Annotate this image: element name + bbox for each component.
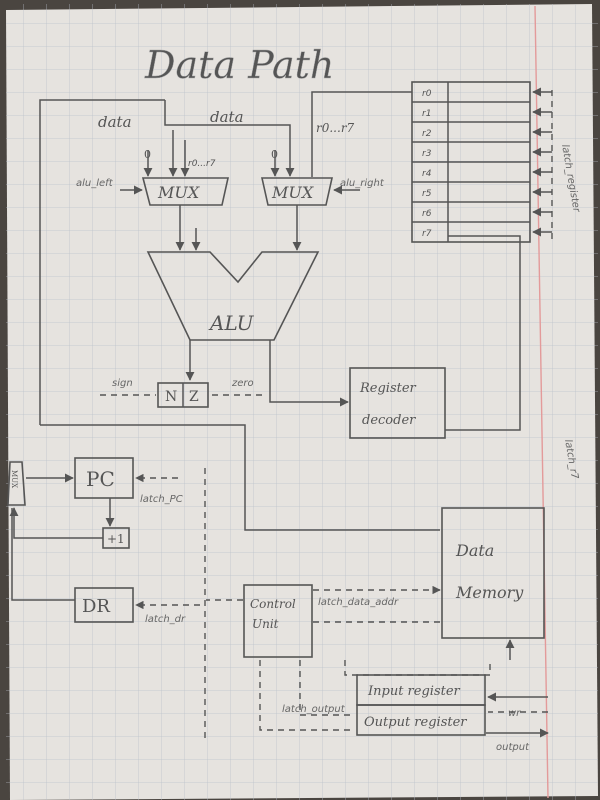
register-r7: r7 (422, 229, 432, 239)
latch-output-wire (299, 660, 355, 716)
output-register-label: Output register (364, 715, 467, 730)
pc-mux-label: MUX (10, 470, 18, 488)
latch-output-label: latch_output (282, 704, 346, 715)
inc-to-mux-wire (9, 507, 103, 539)
control-unit-line1: Control (250, 597, 296, 611)
register-r6: r6 (422, 209, 432, 219)
register-decoder-line2: decoder (362, 413, 416, 428)
register-decoder-line1: Register (359, 381, 417, 396)
register-r5: r5 (422, 189, 432, 199)
pc-mux (7, 461, 26, 506)
dr-label: DR (82, 596, 110, 617)
control-unit-line2: Unit (252, 617, 279, 631)
sign-label: sign (112, 378, 133, 389)
zero-label: zero (231, 378, 254, 389)
data-memory-line2: Memory (455, 583, 524, 602)
data-bus-left (39, 99, 165, 425)
flag-n: N (165, 389, 177, 405)
reg-bus-right (311, 91, 412, 172)
flag-z: Z (189, 389, 199, 405)
pc-increment-label: +1 (107, 532, 125, 546)
data-label-left: data (98, 113, 132, 131)
wr-label: wr (508, 708, 521, 719)
cu-to-io-wire (259, 660, 355, 731)
data-label-top: data (210, 108, 244, 126)
margin-line (534, 5, 549, 799)
register-r4: r4 (422, 169, 432, 179)
output-register (356, 704, 486, 736)
reg-range-label-right: r0...r7 (316, 121, 355, 135)
mux-right-select-label: alu_right (340, 178, 385, 189)
control-unit (243, 584, 313, 658)
register-r2: r2 (422, 129, 432, 139)
mux-right-label: MUX (271, 183, 314, 202)
mux-left-input-zero: 0 (144, 148, 151, 161)
alu-to-decoder-wire (269, 340, 349, 407)
register-file: r0 r1 r2 r3 r4 r5 r6 r7 (411, 81, 552, 243)
mux-left-label: MUX (157, 183, 200, 202)
dr-register (74, 587, 134, 623)
data-memory (441, 507, 545, 639)
io-to-memory-wire (344, 660, 491, 676)
output-label: output (496, 742, 530, 753)
register-r0: r0 (422, 89, 432, 99)
mux-right-input-zero: 0 (271, 148, 278, 161)
dr-to-mux-wire (11, 508, 75, 601)
bus-to-memory-wire (40, 424, 440, 531)
latch-data-addr-label: latch_data_addr (318, 597, 399, 608)
page-title: Data Path (144, 43, 334, 87)
latch-pc-label: latch_PC (140, 494, 183, 505)
regs-to-decoder-wire (445, 235, 521, 431)
pc-register (74, 457, 134, 499)
data-memory-line1: Data (455, 541, 494, 560)
input-register-label: Input register (367, 684, 461, 699)
mux-left (141, 177, 229, 206)
register-decoder (349, 367, 446, 439)
mux-left-input-regs: r0...r7 (188, 159, 216, 169)
pc-label: PC (86, 467, 115, 491)
register-r1: r1 (422, 109, 431, 119)
mux-right (261, 177, 333, 206)
register-r3: r3 (422, 149, 432, 159)
alu-label: ALU (208, 311, 255, 335)
mux-left-select-label: alu_left (76, 178, 114, 189)
latch-dr-label: latch_dr (145, 614, 186, 625)
data-bus-top (164, 100, 291, 135)
alu (146, 251, 320, 341)
